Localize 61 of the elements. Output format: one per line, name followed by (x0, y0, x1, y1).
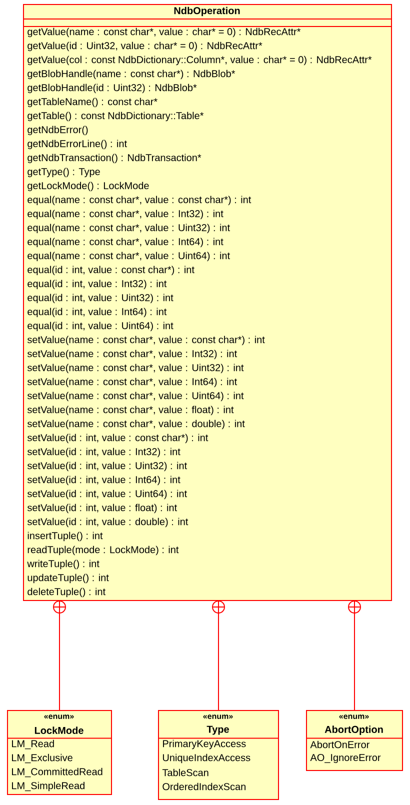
enum-name: LockMode (34, 726, 84, 734)
operation-text: setValue(name : const char*, value : double) : int (27, 420, 245, 430)
operation-text: setValue(id : int, value : Int32) : int (27, 448, 180, 458)
enum-literal: LM_Read (12, 740, 54, 750)
operation-text: equal(name : const char*, value : Int32) : int (28, 210, 224, 220)
operation-text: getValue(id : Uint32, value : char* = 0) : NdbRecAttr* (28, 42, 262, 52)
operation-text: equal(id : int, value : const char*) : int (28, 266, 194, 276)
operation-text: insertTuple() : int (28, 532, 103, 542)
enum-literal: LM_Exclusive (12, 754, 72, 764)
operation-text: equal(name : const char*, value : const char*) : int (28, 196, 252, 206)
operation-text: equal(id : int, value : Int32) : int (28, 280, 167, 290)
stereotype-label: «enum» (203, 714, 233, 719)
operation-text: getBlobHandle(id : Uint32) : NdbBlob* (28, 84, 197, 94)
operation-text: writeTuple() : int (27, 560, 100, 570)
operation-text: setValue(name : const char*, value : const char*) : int (27, 336, 265, 346)
operation-text: setValue(id : int, value : Int64) : int (27, 476, 180, 486)
operation-text: equal(name : const char*, value : Uint32) : int (28, 224, 230, 234)
operation-text: getBlobHandle(name : const char*) : NdbBlob* (28, 70, 236, 80)
enum-literal: PrimaryKeyAccess (163, 740, 246, 750)
operation-text: getValue(col : const NdbDictionary::Column*, value : char* = 0) : NdbRecAttr* (28, 56, 372, 66)
operation-text: equal(id : int, value : Int64) : int (28, 308, 167, 318)
operation-text: updateTuple() : int (28, 574, 109, 584)
operation-text: equal(id : int, value : Uint32) : int (28, 294, 174, 304)
operation-text: setValue(name : const char*, value : Int64) : int (27, 378, 238, 388)
operation-text: deleteTuple() : int (28, 588, 106, 598)
enum-literal: AbortOnError (310, 740, 370, 748)
nesting-connector (212, 600, 225, 710)
nesting-connector (348, 600, 361, 710)
operation-text: setValue(name : const char*, value : float) : int (27, 406, 234, 416)
operation-text: setValue(id : int, value : float) : int (27, 504, 177, 514)
enum-literal: OrderedIndexScan (162, 782, 246, 790)
operation-text: setValue(id : int, value : const char*) : int (27, 434, 208, 444)
operation-text: getNdbError() (28, 126, 88, 136)
operation-text: getLockMode() : LockMode (28, 182, 149, 192)
operation-text: equal(id : int, value : Uint64) : int (28, 322, 174, 332)
enum-literal: LM_CommittedRead (12, 768, 102, 778)
enum-literal: LM_SimpleRead (12, 782, 84, 792)
enum-name: Type (206, 726, 229, 735)
operation-text: equal(name : const char*, value : Uint64) : int (28, 252, 230, 262)
operation-text: setValue(name : const char*, value : Uint32) : int (27, 364, 244, 374)
operation-text: setValue(id : int, value : Uint64) : int (27, 490, 187, 500)
operation-text: getTable() : const NdbDictionary::Table* (28, 112, 204, 122)
operation-text: setValue(id : int, value : Uint32) : int (27, 462, 187, 472)
class-name: NdbOperation (174, 6, 240, 16)
enum-name: AbortOption (324, 726, 383, 735)
operation-text: getValue(name : const char*, value : char* = 0) : NdbRecAttr* (28, 28, 301, 38)
nesting-connector (53, 600, 66, 710)
operation-text: equal(name : const char*, value : Int64) : int (28, 238, 224, 248)
stereotype-label: «enum» (339, 714, 369, 719)
operation-text: getNdbTransaction() : NdbTransaction* (28, 154, 202, 164)
operation-text: getNdbErrorLine() : int (28, 140, 127, 150)
enum-literal: AO_IgnoreError (310, 754, 381, 764)
operation-text: setValue(name : const char*, value : Uint64) : int (27, 392, 244, 402)
operation-text: getTableName() : const char* (28, 98, 158, 108)
operation-text: getType() : Type (28, 168, 100, 178)
operation-text: setValue(id : int, value : double) : int (27, 518, 188, 528)
enum-literal: UniqueIndexAccess (162, 754, 250, 764)
operation-text: setValue(name : const char*, value : Int32) : int (27, 350, 238, 360)
enum-literal: TableScan (162, 768, 208, 776)
operation-text: readTuple(mode : LockMode) : int (28, 546, 179, 556)
stereotype-label: «enum» (44, 714, 74, 719)
